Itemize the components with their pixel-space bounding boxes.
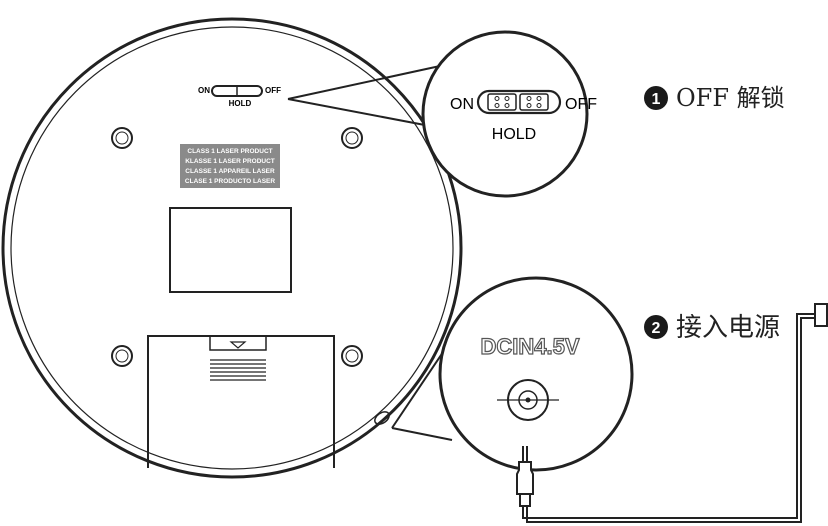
- laser-label-line: CLASS 1 LASER PRODUCT: [187, 148, 272, 155]
- step-badge: [644, 86, 668, 110]
- dc-port-small: [374, 411, 390, 425]
- recessed-panel: [169, 207, 292, 293]
- hold-small-on: ON: [198, 86, 210, 95]
- hold-switch-small: ON OFF HOLD: [198, 85, 281, 108]
- hold-small-hold: HOLD: [229, 99, 252, 108]
- hold-callout-off: OFF: [565, 96, 597, 113]
- player-bottom-view: CLASS 1 LASER PRODUCT KLASSE 1 LASER PRO…: [1, 17, 463, 479]
- hold-callout-on: ON: [450, 96, 474, 113]
- step-badge: [644, 315, 668, 339]
- dc-plug-icon: [516, 446, 534, 507]
- power-callout: DCIN4.5V: [391, 276, 634, 472]
- hold-switch-icon: [476, 89, 562, 115]
- power-cable: [522, 313, 815, 523]
- laser-label-line: KLASSE 1 LASER PRODUCT: [185, 158, 275, 165]
- laser-label-line: CLASSE 1 APPAREIL LASER: [185, 168, 275, 175]
- battery-cover-icon: [147, 335, 335, 468]
- hold-callout: ON OFF HOLD: [287, 30, 597, 198]
- laser-label: CLASS 1 LASER PRODUCT KLASSE 1 LASER PRO…: [180, 144, 280, 188]
- step-number: 1: [652, 91, 661, 108]
- dc-input-label: DCIN4.5V: [480, 334, 579, 359]
- step-2: 2 接入电源: [644, 313, 780, 343]
- step-1: 1 OFF 解锁: [644, 84, 785, 112]
- step-text: OFF 解锁: [676, 84, 785, 112]
- step-number: 2: [652, 320, 661, 337]
- dc-jack-icon: [497, 379, 559, 421]
- power-adapter-icon: [814, 303, 828, 327]
- hold-small-off: OFF: [265, 86, 281, 95]
- hold-callout-hold: HOLD: [492, 126, 536, 143]
- rubber-feet: [111, 127, 363, 367]
- step-text: 接入电源: [676, 313, 780, 343]
- laser-label-line: CLASE 1 PRODUCTO LASER: [185, 178, 275, 185]
